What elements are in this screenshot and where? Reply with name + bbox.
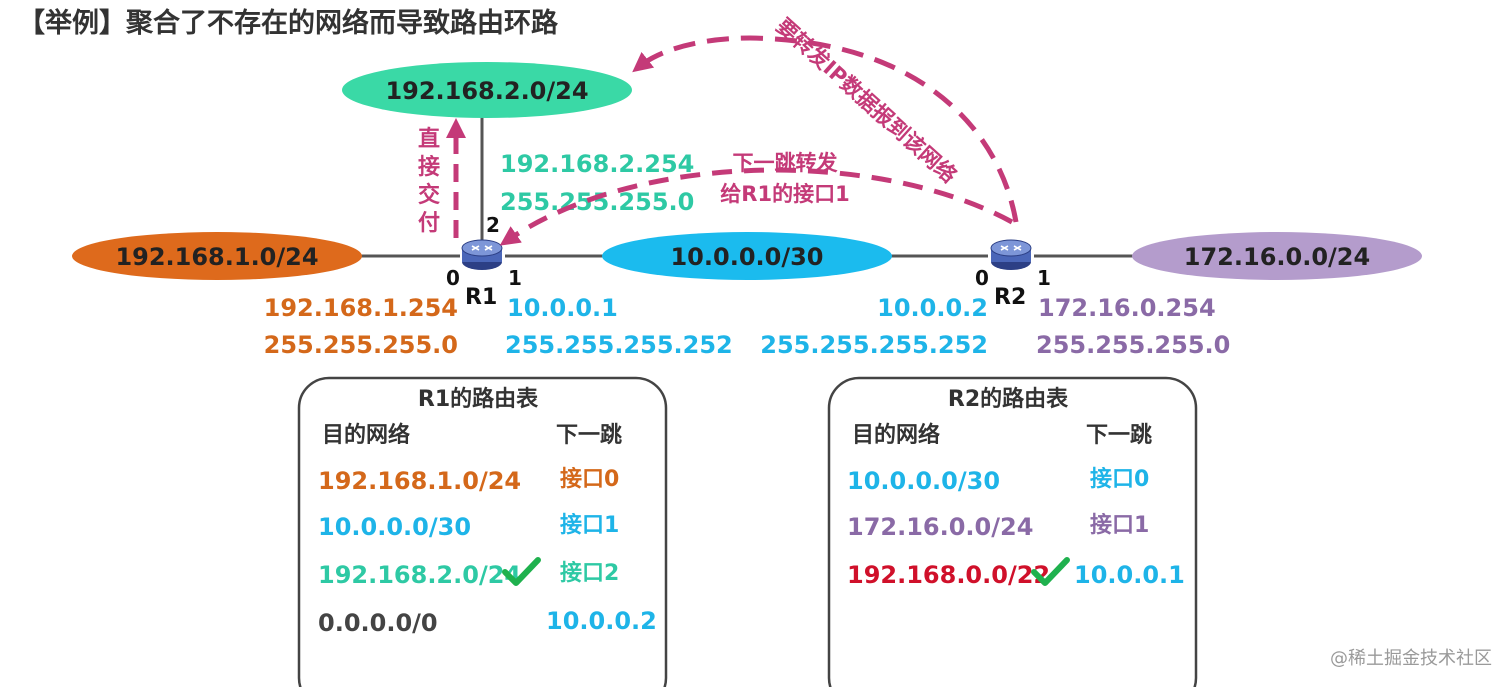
r2-if1-mask: 255.255.255.0 — [1036, 331, 1230, 359]
r1-if1-mask: 255.255.255.252 — [505, 331, 733, 359]
r2-if1-ip: 172.16.0.254 — [1038, 294, 1216, 322]
r1-row-1-dest: 192.168.1.0/24 — [318, 467, 521, 495]
r1-row-2-next: 接口1 — [560, 513, 619, 538]
r1-row-3-next: 接口2 — [560, 561, 619, 586]
r1-table-col-next: 下一跳 — [556, 422, 622, 448]
r2-port-1: 1 — [1037, 266, 1051, 290]
r1-table-col-dest: 目的网络 — [322, 422, 410, 448]
r1-port-0: 0 — [446, 266, 460, 290]
r2-row-1-next: 接口0 — [1090, 467, 1149, 492]
next-hop-label-line1: 下一跳转发 — [733, 151, 839, 175]
r1-table-box — [297, 376, 668, 687]
r2-table-title: R2的路由表 — [948, 386, 1069, 412]
r2-row-1-dest: 10.0.0.0/30 — [847, 467, 1000, 495]
r2-row-3-next: 10.0.0.1 — [1074, 561, 1185, 589]
r2-if0-mask: 255.255.255.252 — [760, 331, 988, 359]
next-hop-arrow — [499, 167, 1014, 246]
network-right-ellipse — [1132, 232, 1422, 280]
network-middle-label: 10.0.0.0/30 — [670, 243, 823, 271]
r1-if2-mask: 255.255.255.0 — [500, 188, 694, 216]
direct-char-2: 接 — [418, 155, 440, 180]
r2-name: R2 — [994, 285, 1026, 310]
r1-row-3-dest: 192.168.2.0/24 — [318, 561, 521, 589]
r1-row-2-dest: 10.0.0.0/30 — [318, 513, 471, 541]
network-left-label: 192.168.1.0/24 — [115, 243, 318, 271]
r2-port-0: 0 — [975, 266, 989, 290]
direct-char-1: 直 — [418, 126, 440, 152]
r1-row-4-next: 10.0.0.2 — [546, 607, 657, 635]
direct-char-3: 交 — [418, 182, 440, 208]
r1-if1-ip: 10.0.0.1 — [507, 294, 618, 322]
direct-char-4: 付 — [418, 211, 440, 236]
network-right-label: 172.16.0.0/24 — [1184, 243, 1370, 271]
r2-row-2-dest: 172.16.0.0/24 — [847, 513, 1033, 541]
slide-title: 【举例】聚合了不存在的网络而导致路由环路 — [18, 7, 559, 39]
r1-row-3-check-icon — [502, 557, 541, 586]
r1-name: R1 — [465, 285, 497, 310]
r2-row-3-check-icon — [1031, 557, 1070, 586]
r1-port-2: 2 — [486, 213, 500, 237]
network-middle-ellipse — [602, 232, 892, 280]
r1-if0-mask: 255.255.255.0 — [264, 331, 458, 359]
router-r1-icon — [461, 239, 503, 270]
r1-if2-ip: 192.168.2.254 — [500, 150, 694, 178]
network-left-ellipse — [72, 232, 362, 280]
watermark: @稀土掘金技术社区 — [1330, 648, 1492, 669]
forward-arrow — [632, 35, 1019, 223]
r2-if0-ip: 10.0.0.2 — [877, 294, 988, 322]
r2-row-3-dest: 192.168.0.0/22 — [847, 561, 1050, 589]
router-r2-icon — [990, 239, 1032, 270]
r1-row-1-next: 接口0 — [560, 467, 619, 492]
r2-table-col-dest: 目的网络 — [852, 422, 940, 448]
r1-port-1: 1 — [508, 266, 522, 290]
r2-table-col-next: 下一跳 — [1086, 422, 1152, 448]
r2-table-box — [827, 376, 1198, 687]
network-top-label: 192.168.2.0/24 — [385, 77, 588, 105]
r1-if0-ip: 192.168.1.254 — [264, 294, 458, 322]
next-hop-label-line2: 给R1的接口1 — [720, 182, 849, 206]
r1-table-title: R1的路由表 — [418, 386, 539, 412]
r2-row-2-next: 接口1 — [1090, 513, 1149, 538]
r1-row-4-dest: 0.0.0.0/0 — [318, 609, 438, 637]
network-top-ellipse — [342, 62, 632, 118]
